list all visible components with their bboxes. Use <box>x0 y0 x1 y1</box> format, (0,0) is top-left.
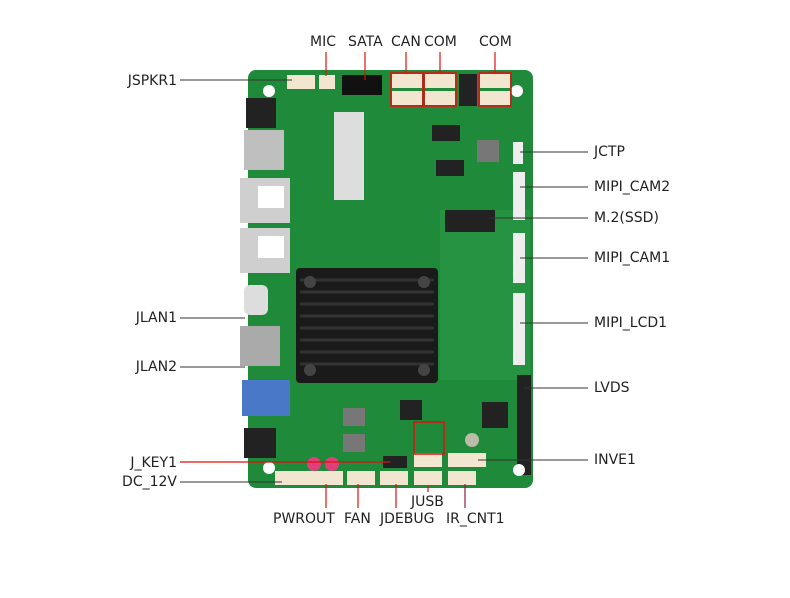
lvds-header <box>517 375 531 475</box>
label-m2-ssd: M.2(SSD) <box>594 210 659 226</box>
label-mipi-cam2: MIPI_CAM2 <box>594 179 671 195</box>
label-com-2: COM <box>479 34 512 50</box>
m2-ssd-slot <box>445 210 495 232</box>
label-sata: SATA <box>348 34 383 50</box>
dc-jack <box>244 428 276 458</box>
usb-c-port <box>244 285 268 315</box>
leader-lines-red <box>180 52 496 508</box>
label-inve1: INVE1 <box>594 452 636 468</box>
label-jlan2: JLAN2 <box>135 359 177 375</box>
label-dc-12v: DC_12V <box>122 474 177 490</box>
label-j-key1: J_KEY1 <box>130 455 177 471</box>
label-lvds: LVDS <box>594 380 630 396</box>
heatsink <box>296 268 438 383</box>
label-jctp: JCTP <box>594 144 625 160</box>
usb3-port <box>242 380 290 416</box>
m2-slot <box>334 112 364 200</box>
leader-lines <box>180 79 588 483</box>
label-ir-cnt1: IR_CNT1 <box>446 511 505 527</box>
label-jdebug: JDEBUG <box>380 511 435 527</box>
label-jspkr1: JSPKR1 <box>127 73 177 89</box>
label-mipi-lcd1: MIPI_LCD1 <box>594 315 668 331</box>
label-mic: MIC <box>310 34 336 50</box>
label-jlan1: JLAN1 <box>135 310 177 326</box>
sd-slot <box>244 130 284 170</box>
label-pwrout: PWROUT <box>273 511 335 527</box>
label-fan: FAN <box>344 511 371 527</box>
label-com-1: COM <box>424 34 457 50</box>
hdmi-port <box>240 326 280 366</box>
audio-jack <box>246 98 276 128</box>
label-can: CAN <box>391 34 421 50</box>
label-jusb: JUSB <box>411 494 444 510</box>
label-mipi-cam1: MIPI_CAM1 <box>594 250 671 266</box>
